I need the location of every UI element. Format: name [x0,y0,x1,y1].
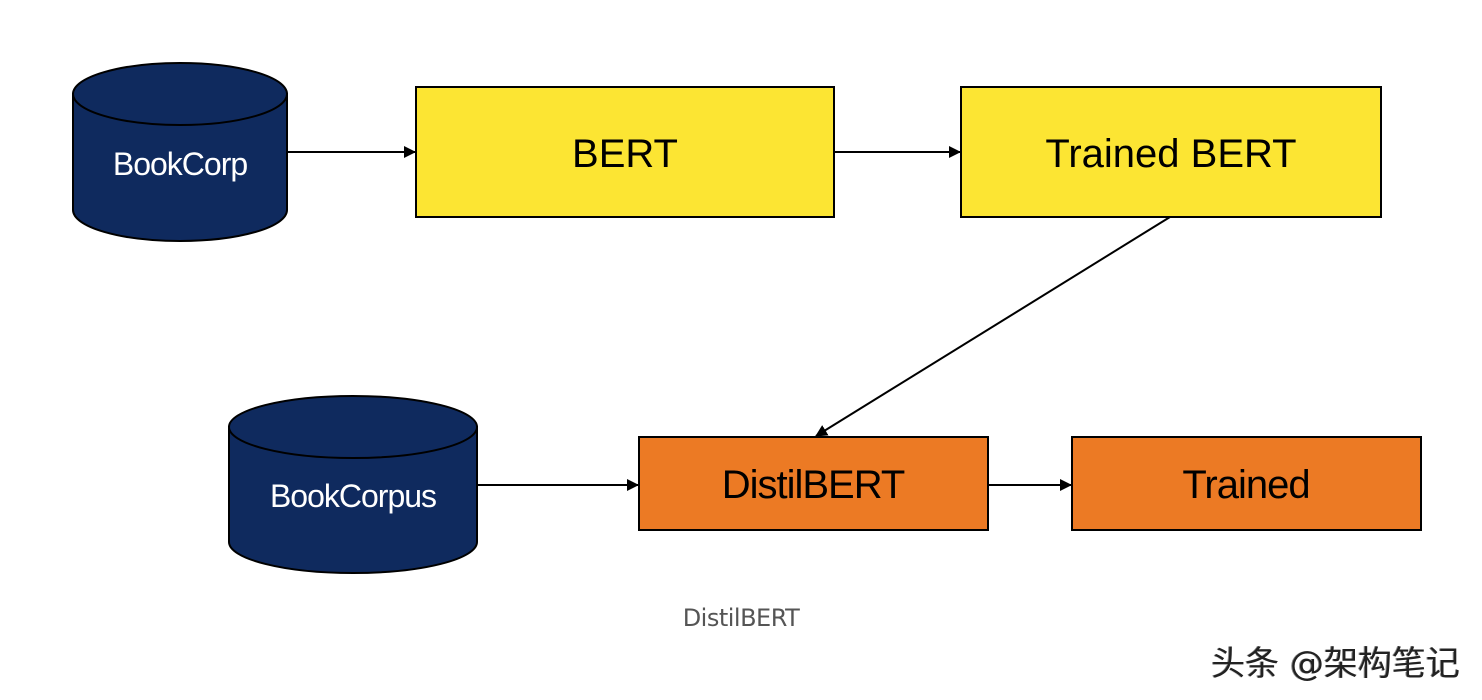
database-icon [72,93,288,242]
node-trained-bert-label: Trained BERT [1045,132,1296,176]
node-bert: BERT [415,86,835,218]
database-icon [228,426,478,574]
node-bookcorpus-label: BookCorpus [270,478,436,514]
figure-caption: DistilBERT [682,604,800,632]
edge-trained-bert-to-distilbert [815,216,1171,437]
node-bookcorp: BookCorp [72,62,288,242]
node-bert-label: BERT [572,132,678,176]
node-trained: Trained [1071,436,1422,531]
watermark: 头条 @架构笔记 [1211,644,1460,684]
node-bookcorp-label: BookCorp [113,146,248,182]
node-trained-label: Trained [1182,463,1309,507]
node-trained-bert: Trained BERT [960,86,1382,218]
node-distilbert-label: DistilBERT [722,463,905,507]
node-distilbert: DistilBERT [638,436,989,531]
node-bookcorpus: BookCorpus [228,395,478,574]
